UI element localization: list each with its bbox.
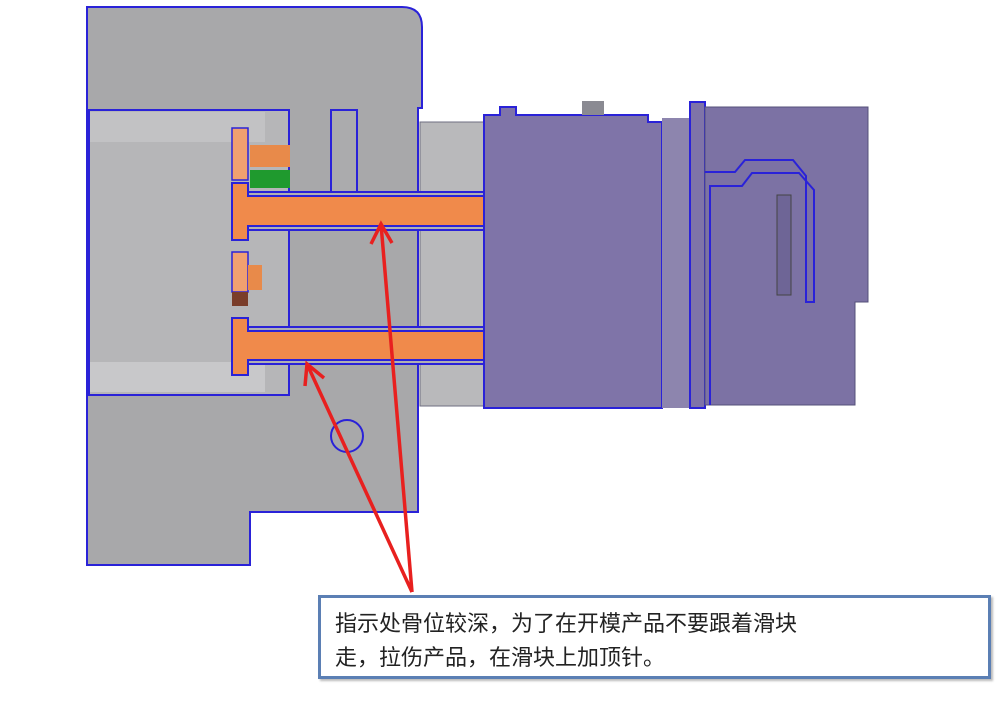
arrowhead-lower — [303, 360, 326, 387]
arrowhead-upper — [369, 220, 394, 245]
slider-gap — [662, 118, 690, 408]
spring-orange — [250, 145, 290, 167]
spring-lower — [248, 265, 262, 290]
spring-green — [250, 170, 290, 188]
rib-slot — [776, 194, 792, 296]
slider-column — [689, 101, 706, 409]
arrow-to-upper-pin — [379, 223, 414, 593]
slider-boss — [582, 101, 604, 115]
arrow-to-lower-pin — [305, 363, 414, 593]
slider-block — [483, 106, 663, 409]
pointer-arrows — [303, 220, 414, 593]
washer-lower — [231, 251, 249, 293]
callout-line-1: 指示处骨位较深，为了在开模产品不要跟着滑块 — [335, 612, 798, 637]
product-rib — [705, 159, 815, 405]
slot — [330, 109, 358, 196]
callout-line-2: 走，拉伤产品，在滑块上加顶针。 — [335, 646, 666, 671]
annotation-callout: 指示处骨位较深，为了在开模产品不要跟着滑块 走，拉伤产品，在滑块上加顶针。 — [318, 595, 991, 679]
washer-upper — [231, 127, 249, 181]
washer-lower-dark — [232, 292, 248, 306]
